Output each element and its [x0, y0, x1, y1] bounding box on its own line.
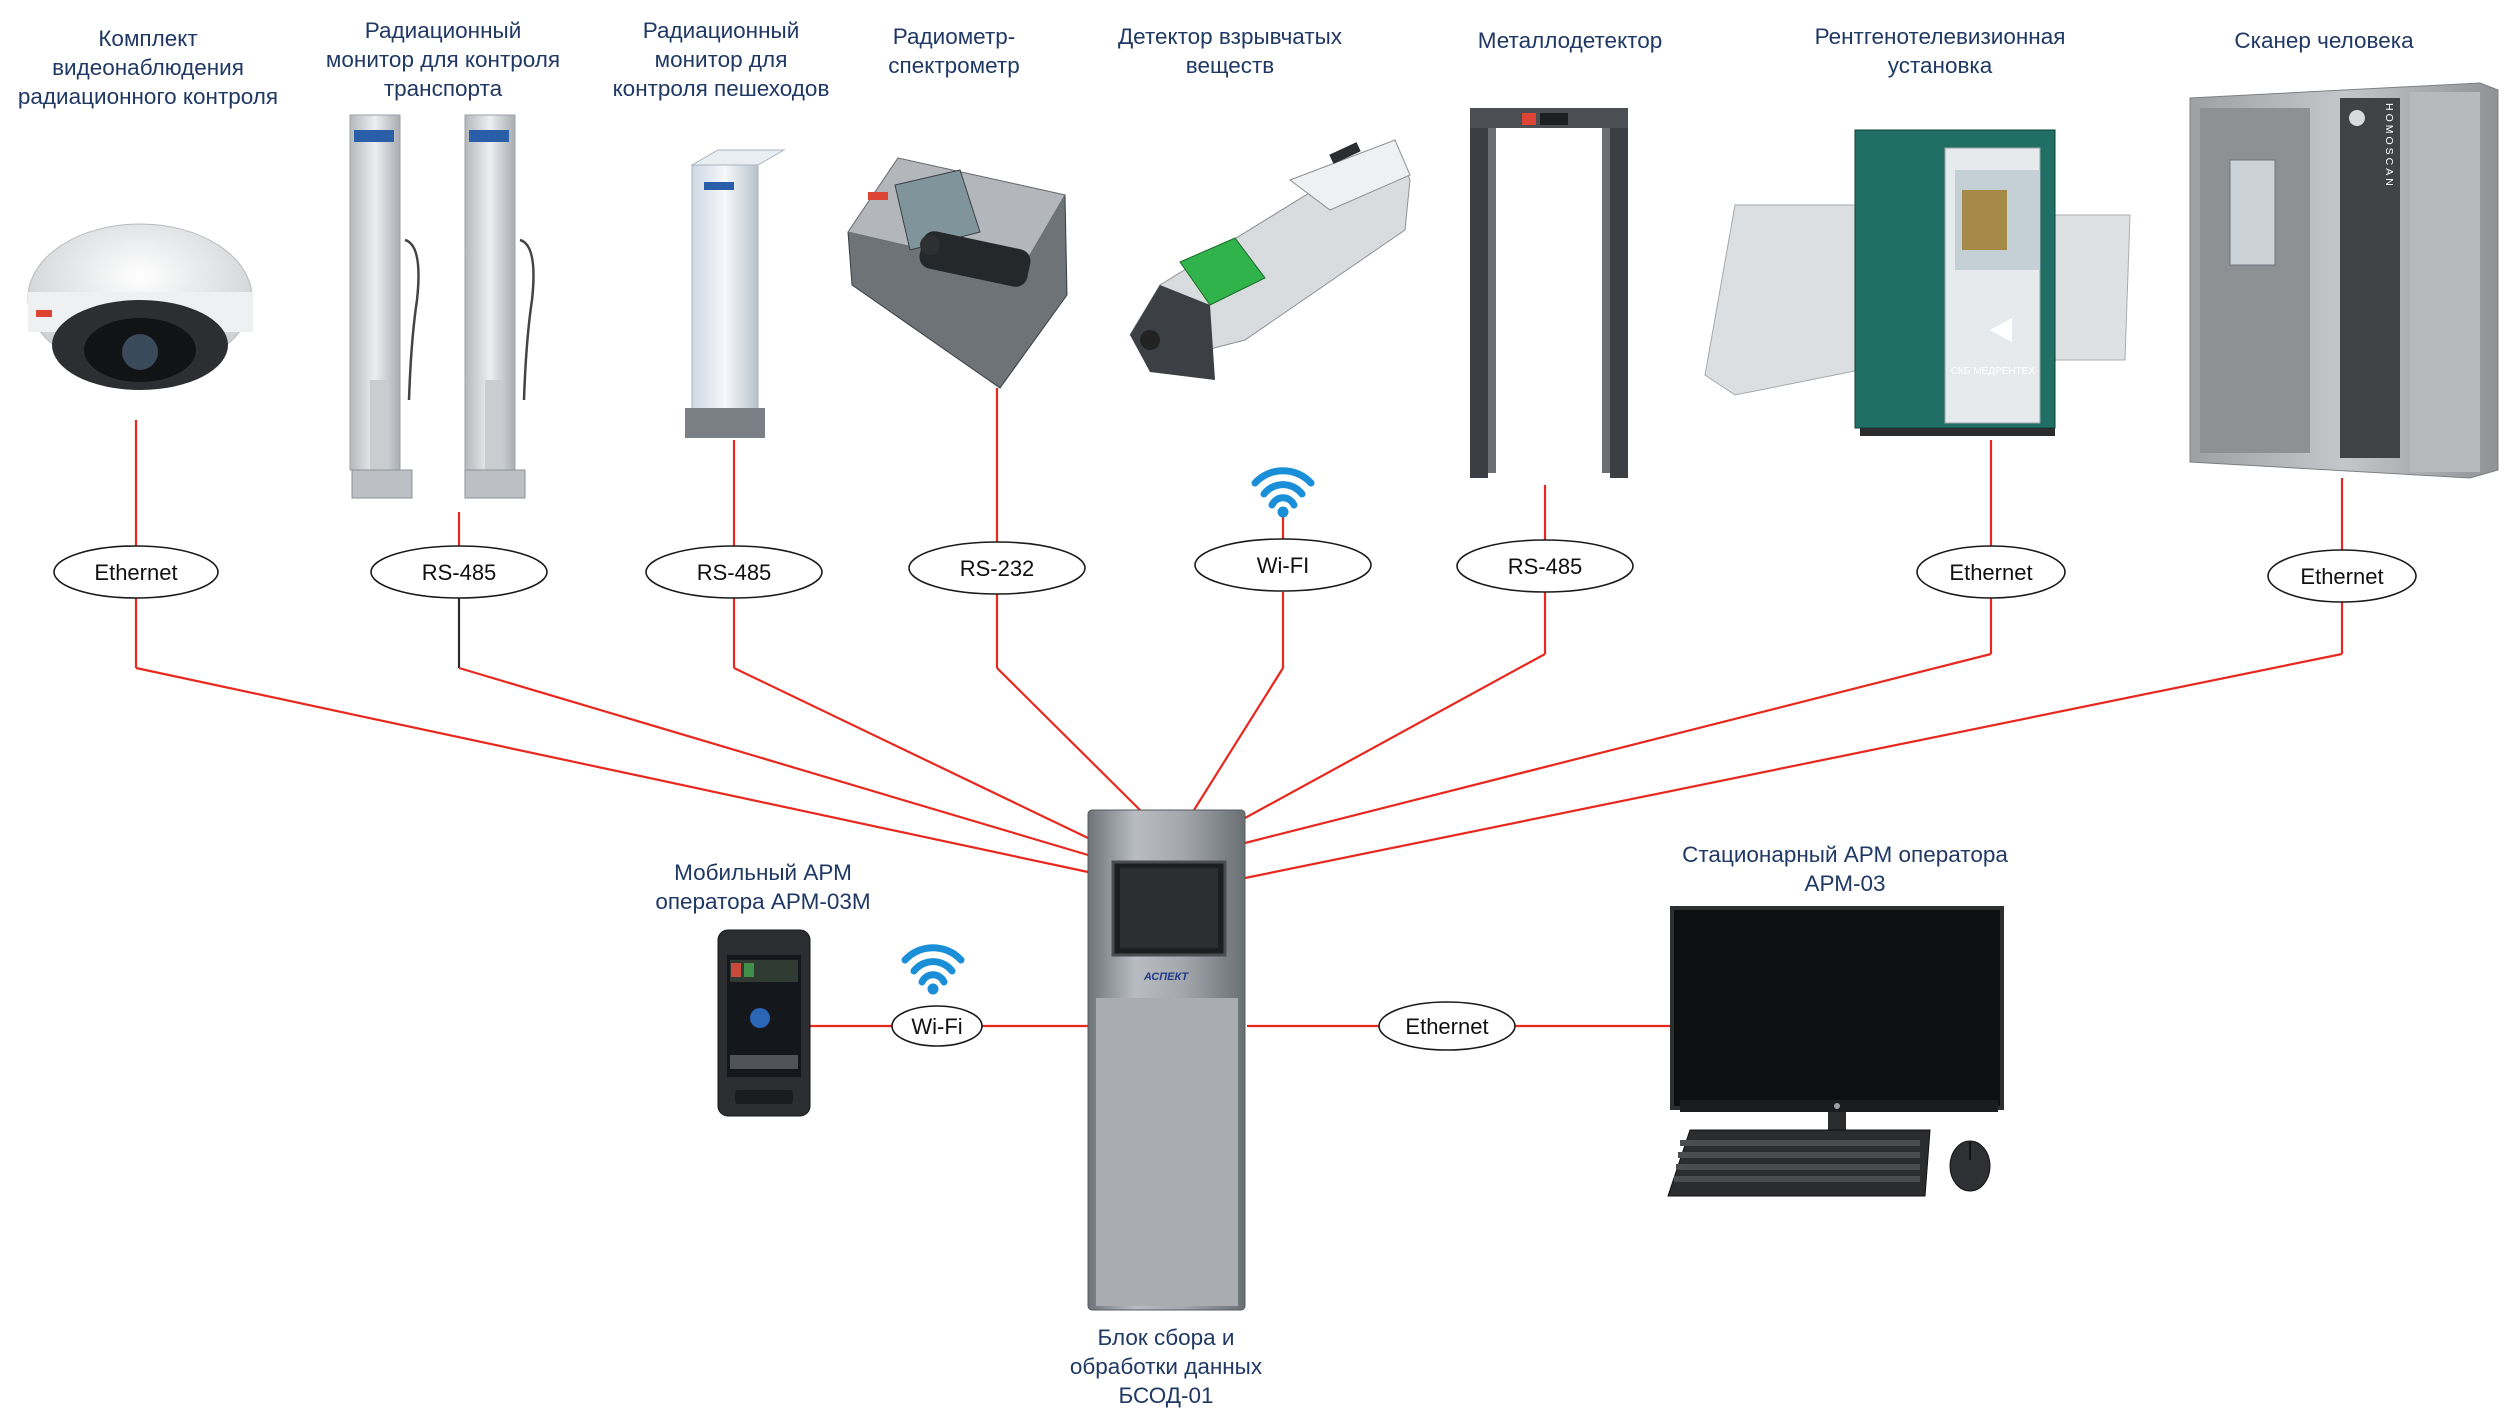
- label-line: монитор для: [654, 47, 788, 72]
- label-line: спектрометр: [888, 53, 1020, 78]
- connection-label-text: Ethernet: [1949, 560, 2032, 585]
- connection-label: RS-485: [645, 545, 823, 599]
- mobile-device: [717, 929, 811, 1117]
- connection-label: Wi-FI: [1194, 538, 1372, 592]
- line-transport-fan: [458, 666, 1089, 857]
- xray-brand-text: СКБ МЕДРЕНТЕХ: [1951, 366, 2036, 377]
- label-line: АРМ-03: [1804, 871, 1886, 896]
- connection-label-oval: [1916, 545, 2066, 599]
- transport-monitor-device: [349, 114, 535, 499]
- label-line: монитор для контроля: [325, 47, 561, 72]
- connection-lines: [134, 388, 2344, 1028]
- connection-label: Ethernet: [1378, 1001, 1516, 1051]
- connection-label-text: Ethernet: [94, 560, 177, 585]
- label-line: Детектор взрывчатых: [1117, 24, 1343, 49]
- connection-label-text: Wi-FI: [1257, 553, 1310, 578]
- connection-label-oval: [645, 545, 823, 599]
- connection-label-oval: [908, 541, 1086, 595]
- label-line: БСОД-01: [1118, 1383, 1214, 1408]
- device-label-spectrometer: Радиометр- спектрометр: [860, 22, 1048, 80]
- connection-label: Ethernet: [53, 545, 219, 599]
- connection-label-oval: [53, 545, 219, 599]
- connection-label-oval: [891, 1005, 983, 1047]
- connection-label: Ethernet: [1916, 545, 2066, 599]
- label-line: транспорта: [383, 76, 503, 101]
- scanner-brand-text: HOMOSCAN: [2383, 103, 2395, 189]
- connection-label-text: RS-485: [697, 560, 772, 585]
- line-xray-fan: [1244, 652, 1992, 845]
- metal-detector-device: [1470, 108, 1628, 478]
- label-line: Стационарный АРМ оператора: [1682, 842, 2008, 867]
- connection-label-text: RS-485: [1508, 554, 1583, 579]
- connection-label-oval: [1378, 1001, 1516, 1051]
- device-label-camera: Комплект видеонаблюдения радиационного к…: [0, 24, 296, 111]
- line-camera-fan: [135, 666, 1089, 874]
- connection-label-text: Ethernet: [2300, 564, 2383, 589]
- spectrometer-device: [847, 157, 1068, 389]
- label-line: Металлодетектор: [1477, 28, 1663, 53]
- device-label-explosive-detector: Детектор взрывчатых веществ: [1100, 22, 1360, 80]
- label-line: оператора АРМ-03М: [655, 889, 871, 914]
- device-label-xray: Рентгенотелевизионная установка: [1790, 22, 2090, 80]
- label-line: Сканер человека: [2234, 28, 2414, 53]
- label-line: веществ: [1185, 53, 1275, 78]
- xray-device: СКБ МЕДРЕНТЕХ: [1704, 129, 2131, 436]
- body-scanner-device: HOMOSCAN: [2189, 82, 2499, 479]
- line-pedestrian-fan: [733, 667, 1089, 839]
- connection-label-text: RS-485: [422, 560, 497, 585]
- label-line: Комплект: [98, 26, 198, 51]
- line-explosive-fan: [1193, 667, 1284, 811]
- connection-label: RS-485: [370, 545, 548, 599]
- connection-label: RS-485: [1456, 539, 1634, 593]
- hub-label: Блок сбора и обработки данных БСОД-01: [1050, 1323, 1282, 1410]
- desktop-pc: [1667, 906, 2004, 1197]
- desktop-label: Стационарный АРМ оператора АРМ-03: [1660, 840, 2030, 898]
- line-scanner-fan: [1244, 652, 2343, 880]
- connection-label: RS-232: [908, 541, 1086, 595]
- connection-label: Wi-Fi: [891, 1005, 983, 1047]
- camera-device: [27, 223, 253, 390]
- mobile-label: Мобильный АРМ оператора АРМ-03М: [640, 858, 886, 916]
- line-metal-fan: [1244, 653, 1546, 819]
- pedestrian-monitor-device: [685, 149, 786, 438]
- connection-label-text: Ethernet: [1405, 1014, 1488, 1039]
- connection-label-oval: [2267, 549, 2417, 603]
- connection-label-text: RS-232: [960, 556, 1035, 581]
- connection-label-oval: [370, 545, 548, 599]
- connection-label-text: Wi-Fi: [911, 1014, 962, 1039]
- connection-label-oval: [1194, 538, 1372, 592]
- wifi-icon-bottom: [901, 944, 965, 995]
- wifi-icon-top: [1251, 467, 1315, 518]
- label-line: Рентгенотелевизионная: [1814, 24, 2066, 49]
- label-line: видеонаблюдения: [52, 55, 244, 80]
- label-line: контроля пешеходов: [612, 76, 830, 101]
- keyboard-keys: [1674, 1140, 1920, 1182]
- line-spectrometer-fan: [996, 667, 1141, 811]
- label-line: Радиационный: [642, 18, 800, 43]
- label-line: радиационного контроля: [17, 84, 279, 109]
- label-line: Блок сбора и: [1097, 1325, 1235, 1350]
- label-line: установка: [1887, 53, 1993, 78]
- connection-label: Ethernet: [2267, 549, 2417, 603]
- device-label-transport-monitor: Радиационный монитор для контроля трансп…: [310, 16, 576, 103]
- label-line: Радиометр-: [892, 24, 1016, 49]
- explosive-detector-device: [1129, 139, 1411, 380]
- device-label-metal-detector: Металлодетектор: [1450, 26, 1690, 55]
- device-label-pedestrian-monitor: Радиационный монитор для контроля пешехо…: [590, 16, 852, 103]
- connection-label-oval: [1456, 539, 1634, 593]
- label-line: Мобильный АРМ: [674, 860, 852, 885]
- label-line: Радиационный: [364, 18, 522, 43]
- hub-kiosk: АСПЕКТ: [1087, 809, 1246, 1311]
- device-label-body-scanner: Сканер человека: [2200, 26, 2448, 55]
- label-line: обработки данных: [1069, 1354, 1263, 1379]
- hub-brand-text: АСПЕКТ: [1143, 971, 1189, 983]
